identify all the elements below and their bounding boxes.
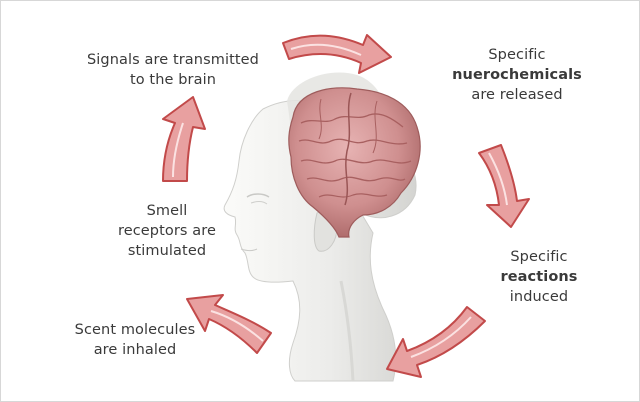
step-text-line: induced	[479, 287, 599, 307]
step-text-line-bold: reactions	[479, 267, 599, 287]
step-text-line: to the brain	[73, 70, 273, 90]
step-text-line-bold: nuerochemicals	[437, 65, 597, 85]
step-text-line: Specific	[479, 247, 599, 267]
step-text-line: stimulated	[97, 241, 237, 261]
step-text-line: are released	[437, 85, 597, 105]
step-text-line: Smell	[97, 201, 237, 221]
step-receptors-stimulated: Smell receptors are stimulated	[97, 201, 237, 261]
step-text-line: Specific	[437, 45, 597, 65]
step-scent-inhaled: Scent molecules are inhaled	[53, 320, 217, 360]
step-reactions-induced: Specific reactions induced	[479, 247, 599, 307]
step-text-line: receptors are	[97, 221, 237, 241]
arrow-signals-to-neurochemicals	[283, 35, 391, 73]
step-text-line: Signals are transmitted	[73, 50, 273, 70]
arrow-reactions-to-inhaled	[387, 307, 485, 377]
step-text-line: are inhaled	[53, 340, 217, 360]
step-signals-transmitted: Signals are transmitted to the brain	[73, 50, 273, 90]
arrow-receptors-to-signals	[163, 97, 205, 181]
step-text-line: Scent molecules	[53, 320, 217, 340]
arrow-neurochemicals-to-reactions	[479, 145, 529, 227]
step-neurochemicals-released: Specific nuerochemicals are released	[437, 45, 597, 105]
